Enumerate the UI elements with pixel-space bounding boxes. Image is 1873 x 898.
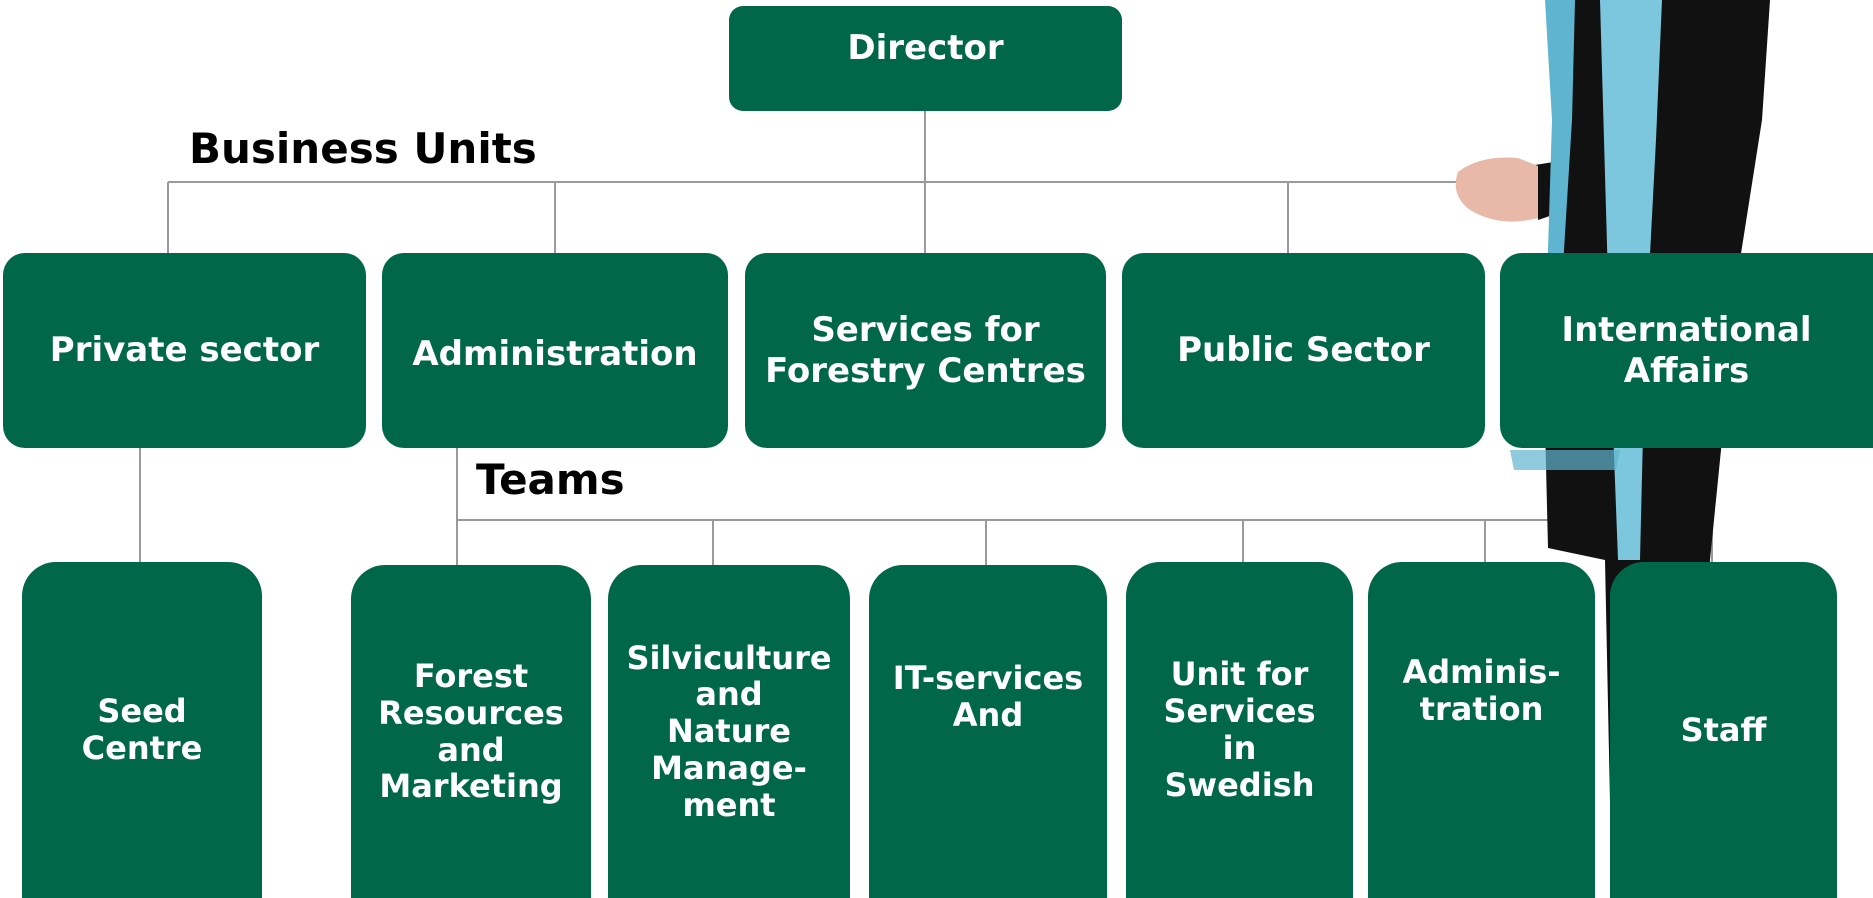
team-administration: Adminis- tration: [1368, 562, 1595, 898]
team-silviculture-nature-management: Silviculture and Nature Manage- ment: [608, 565, 850, 898]
team-staff: Staff: [1610, 562, 1837, 898]
unit-label: Services for Forestry Centres: [765, 309, 1086, 391]
unit-label: Administration: [412, 334, 698, 375]
unit-services-forestry-centres: Services for Forestry Centres: [745, 253, 1106, 448]
unit-private-sector: Private sector: [3, 253, 366, 448]
person-hand: [1455, 157, 1538, 222]
director-box: Director: [729, 6, 1122, 111]
team-seed-centre: Seed Centre: [22, 562, 262, 898]
person-scarf-fringe: [1510, 450, 1620, 470]
team-label: Staff: [1680, 710, 1767, 749]
team-label: IT-services And: [892, 659, 1084, 734]
team-it-services: IT-services And: [869, 565, 1107, 898]
unit-international-affairs: International Affairs: [1500, 253, 1873, 448]
team-label: Unit for Services in Swedish: [1163, 655, 1316, 804]
person-coat: [1542, 0, 1770, 898]
teams-heading: Teams: [476, 455, 625, 504]
unit-administration: Administration: [382, 253, 728, 448]
unit-label: Public Sector: [1177, 330, 1430, 371]
unit-label: Private sector: [49, 330, 320, 371]
team-forest-resources-marketing: Forest Resources and Marketing: [351, 565, 591, 898]
team-label: Silviculture and Nature Manage- ment: [626, 638, 832, 824]
team-label: Seed Centre: [81, 692, 203, 767]
team-unit-services-swedish: Unit for Services in Swedish: [1126, 562, 1353, 898]
team-label: Adminis- tration: [1402, 653, 1561, 728]
unit-label: International Affairs: [1561, 309, 1812, 391]
unit-public-sector: Public Sector: [1122, 253, 1485, 448]
team-label: Forest Resources and Marketing: [378, 656, 564, 806]
director-label: Director: [847, 28, 1004, 68]
business-units-heading: Business Units: [189, 124, 537, 173]
